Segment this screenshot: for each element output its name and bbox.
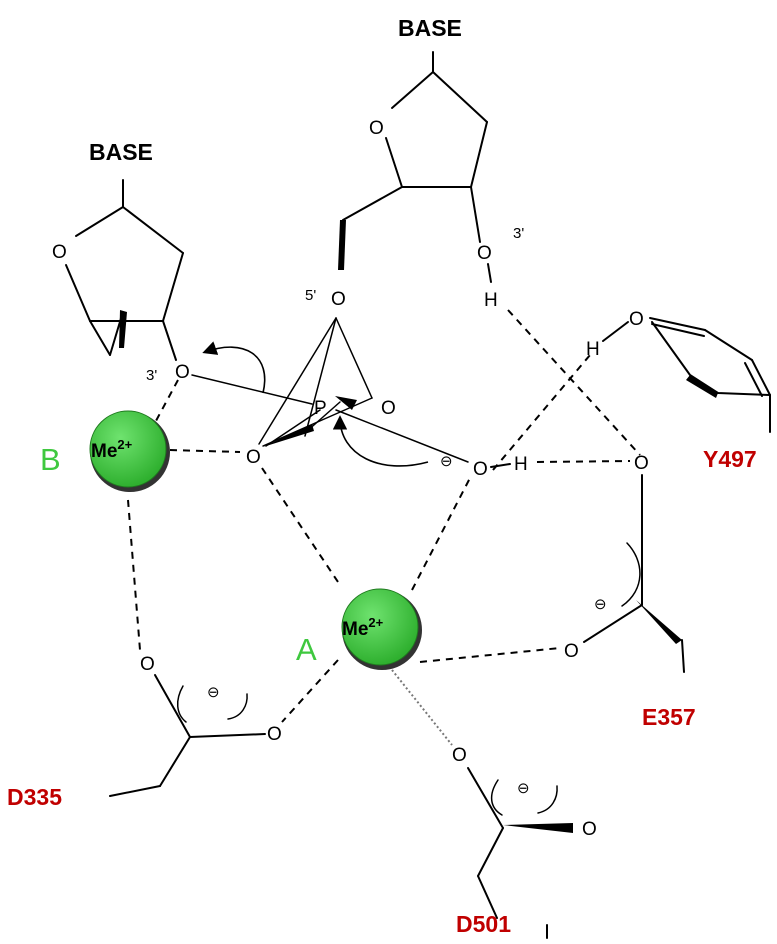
- phosphate-wedge: [335, 396, 357, 410]
- ring-oxygen-top: O: [369, 118, 384, 139]
- label-5prime: 5': [305, 287, 316, 304]
- oxygen-d335-lower: O: [267, 724, 282, 745]
- oxygen-e357-lower: O: [564, 641, 579, 662]
- phosphate-base-wedge: [263, 424, 314, 447]
- oxygen-phosphate-nonbridging: O: [381, 398, 396, 419]
- e357-carboxylate: [583, 474, 685, 673]
- ring-oxygen-left: O: [52, 242, 67, 263]
- arrow-leaving-group: [202, 341, 266, 394]
- tyrosine-ring: [649, 317, 771, 433]
- metal-a-label: Me2+: [342, 615, 384, 640]
- oxygen-e357-upper: O: [634, 453, 649, 474]
- hydrogen-tyrosine: H: [586, 339, 600, 360]
- residue-label-d501: D501: [456, 911, 511, 937]
- base-label-top: BASE: [398, 15, 462, 41]
- charge-d501: ⊖: [517, 780, 530, 797]
- residue-label-y497: Y497: [703, 446, 757, 472]
- base-label-left: BASE: [89, 139, 153, 165]
- oxygen-d501-upper: O: [452, 745, 467, 766]
- oxygen-d335-upper: O: [140, 654, 155, 675]
- metal-ion-b: Me2+: [89, 410, 170, 492]
- metal-ion-a: Me2+: [341, 588, 422, 670]
- oxygen-tyrosine: O: [629, 309, 644, 330]
- coordination-and-hbond-lines: [127, 309, 641, 746]
- label-3prime-left: 3': [146, 367, 157, 384]
- arrow-nucleophilic-attack: [332, 415, 429, 467]
- hydrogen-3prime-oh: H: [484, 290, 498, 311]
- hydrogen-nucleophile: H: [514, 454, 528, 475]
- d335-carboxylate: [109, 674, 266, 797]
- metal-a-letter: A: [296, 632, 317, 667]
- metal-b-letter: B: [40, 442, 61, 477]
- left-sugar-ring: [65, 179, 184, 361]
- oxygen-3prime-top: O: [477, 243, 492, 264]
- charge-e357: ⊖: [594, 596, 607, 613]
- phosphate-bipyramid: [191, 317, 469, 463]
- oxygen-phosphate-bridging-metal: O: [246, 447, 261, 468]
- oxygen-nucleophile: O: [473, 459, 488, 480]
- label-3prime-top: 3': [513, 225, 524, 242]
- wedge-bond-5prime: [338, 220, 346, 270]
- d501-carboxylate: [467, 767, 573, 919]
- residue-label-e357: E357: [642, 704, 696, 730]
- oxygen-5prime: O: [331, 289, 346, 310]
- charge-nucleophile: ⊖: [440, 453, 453, 470]
- oxygen-3prime-leaving: O: [175, 362, 190, 383]
- top-sugar-ring: [338, 51, 488, 270]
- phosphorus-atom: P: [314, 398, 327, 419]
- metal-a-sphere: [341, 588, 419, 666]
- charge-d335: ⊖: [207, 684, 220, 701]
- wedge-bond-left-sugar: [119, 310, 127, 348]
- metal-b-label: Me2+: [91, 437, 133, 462]
- metal-b-sphere: [89, 410, 167, 488]
- oxygen-d501-lower: O: [582, 819, 597, 840]
- residue-label-d335: D335: [7, 784, 62, 810]
